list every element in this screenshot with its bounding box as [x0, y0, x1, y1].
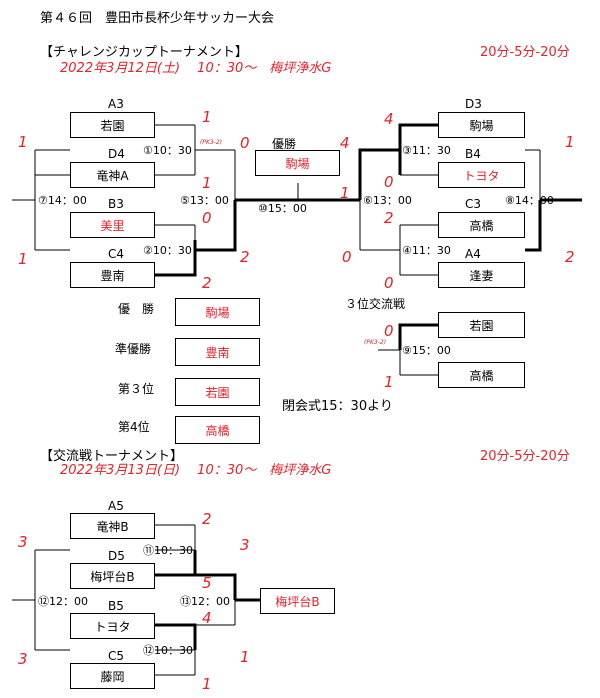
seed-label: D5 [108, 549, 125, 563]
closing-text: 閉会式15：30より [282, 399, 393, 414]
score: 0 [384, 322, 394, 340]
rank-label: 優 勝 [118, 302, 155, 316]
score: 1 [202, 108, 212, 126]
match-time: ⑥13：00 [363, 194, 412, 207]
challenge-format: 20分-5分-20分 [480, 45, 570, 60]
score: 0 [202, 209, 212, 227]
score: 4 [202, 609, 212, 627]
rank-team: 高橋 [175, 416, 260, 444]
score: 2 [384, 209, 394, 227]
score: 1 [340, 184, 350, 202]
score: 3 [18, 650, 28, 668]
rank-team: 豊南 [175, 338, 260, 366]
team-box-third: 高橋 [438, 362, 525, 388]
exchange-heading: 【交流戦トーナメント】 [40, 449, 184, 464]
seed-label: C5 [108, 649, 125, 663]
score: 4 [384, 110, 394, 128]
score: 1 [18, 133, 28, 151]
rank-label: 準優勝 [115, 342, 152, 356]
team-box-a4: 逢妻 [438, 262, 525, 288]
seed-label: C3 [465, 197, 482, 211]
match-time: ⑩15：00 [258, 202, 307, 215]
score: 0 [240, 134, 250, 152]
score: 5 [202, 574, 212, 592]
seed-label: A3 [108, 97, 124, 111]
team-box-b4: トヨタ [438, 162, 525, 188]
team-box-a3: 若園 [70, 112, 155, 138]
third-place-label: ３位交流戦 [345, 297, 406, 311]
page-title: 第４６回 豊田市長杯少年サッカー大会 [40, 11, 275, 26]
match-time: ①10：30 [143, 144, 192, 157]
match-time: ④11：30 [402, 244, 451, 257]
team-box-c5: 藤岡 [70, 663, 155, 689]
seed-label: B3 [108, 197, 124, 211]
score: 1 [202, 675, 212, 693]
score: 0 [384, 173, 394, 191]
seed-label: B4 [465, 147, 481, 161]
match-time: ⑦14：00 [38, 194, 87, 207]
rank-label: 第３位 [118, 382, 155, 396]
score: 1 [384, 373, 394, 391]
match-time: ⑪10：30 [143, 544, 193, 557]
team-box-a5: 竜神B [70, 513, 155, 539]
team-box-d3: 駒場 [438, 112, 525, 138]
match-time: ⑧14：00 [505, 194, 554, 207]
score: 1 [202, 174, 212, 192]
seed-label: A4 [465, 247, 481, 261]
team-box-third: 若園 [438, 312, 525, 338]
rank-team: 若園 [175, 378, 260, 406]
score: 3 [240, 536, 250, 554]
challenge-heading: 【チャレンジカップトーナメント】 [40, 45, 248, 60]
score: 0 [342, 248, 352, 266]
score: 2 [565, 248, 575, 266]
seed-label: C4 [108, 247, 125, 261]
score: 2 [202, 274, 212, 292]
champion-box: 駒場 [255, 150, 340, 176]
match-time: ⑬12：00 [180, 595, 230, 608]
seed-label: B5 [108, 599, 124, 613]
score: 1 [18, 250, 28, 268]
match-time: ⑫12：00 [38, 595, 88, 608]
seed-label: D3 [465, 97, 482, 111]
score: 3 [18, 533, 28, 551]
seed-label: D4 [108, 147, 125, 161]
match-time: ⑨15：00 [402, 344, 451, 357]
score: 2 [202, 510, 212, 528]
score: 2 [240, 248, 250, 266]
rank-team: 駒場 [175, 298, 260, 326]
match-time: ⑤13：00 [180, 194, 229, 207]
exchange-winner-box: 梅坪台B [260, 588, 335, 614]
team-box-b5: トヨタ [70, 613, 155, 639]
team-box-d5: 梅坪台B [70, 563, 155, 589]
score: 0 [384, 274, 394, 292]
rank-label: 第4位 [118, 420, 150, 434]
team-box-d4: 竜神A [70, 162, 155, 188]
pk-note: (PK3-2) [200, 139, 223, 146]
team-box-b3: 美里 [70, 212, 155, 238]
match-time: ③11：30 [402, 144, 451, 157]
team-box-c4: 豊南 [70, 262, 155, 288]
challenge-date: 2022年3月12日(土) 10：30～ 梅坪浄水G [60, 61, 332, 76]
match-time: ②10：30 [143, 244, 192, 257]
score: 4 [340, 134, 350, 152]
exchange-date: 2022年3月13日(日) 10：30～ 梅坪浄水G [60, 463, 332, 478]
pk-note: (PK3-2) [364, 339, 387, 346]
team-box-c3: 高橋 [438, 212, 525, 238]
match-time: ⑫10：30 [143, 644, 193, 657]
champion-label: 優勝 [272, 137, 297, 151]
score: 1 [565, 133, 575, 151]
exchange-format: 20分-5分-20分 [480, 449, 570, 464]
score: 1 [240, 648, 250, 666]
seed-label: A5 [108, 499, 124, 513]
